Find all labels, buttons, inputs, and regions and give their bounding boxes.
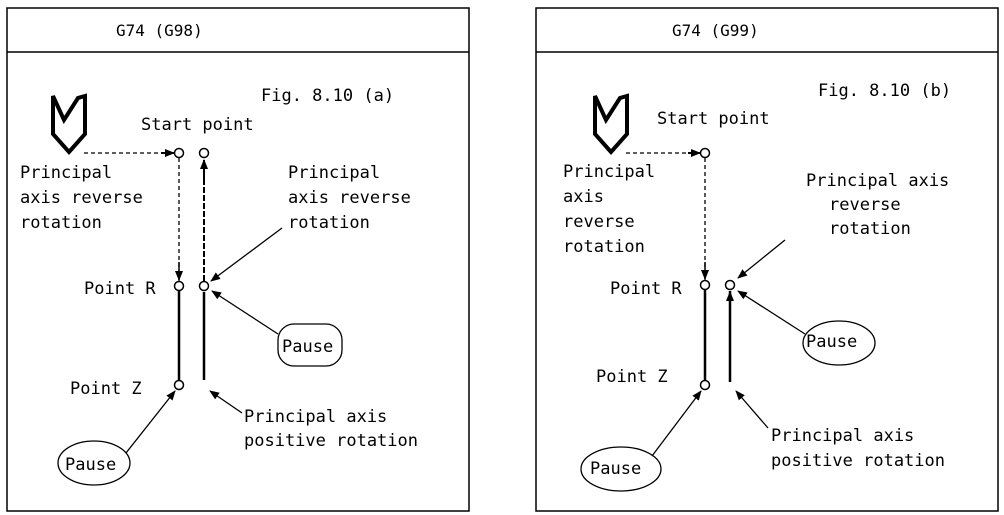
start-point-label: Start point (141, 115, 254, 135)
pause-lower-label: Pause (65, 455, 116, 475)
pause-upper-arrow (211, 290, 279, 335)
pause-upper-label: Pause (282, 337, 333, 357)
right-note: Principal axis reverse rotation (806, 171, 960, 239)
start-point-marker (173, 147, 185, 159)
return-point-marker (198, 147, 210, 159)
figure-label: Fig. 8.10 (a) (261, 86, 394, 106)
point-z-label: Point Z (596, 367, 668, 387)
point-z-label: Point Z (70, 379, 142, 399)
point-r-return-marker (198, 280, 210, 292)
pause-upper-bubble (802, 320, 876, 366)
pause-upper-label: Pause (806, 332, 857, 352)
tool-icon (593, 93, 629, 156)
start-point-label: Start point (657, 109, 770, 129)
bottom-note: Principal axis positive rotation (244, 407, 418, 451)
pause-lower-bubble (580, 446, 662, 492)
diagram-g98: G74 (G98) Fig. 8.10 (a) Start point Prin… (6, 7, 470, 512)
pause-lower-label: Pause (590, 459, 641, 479)
bottom-note-arrow (209, 390, 243, 414)
diagram-panel-g98: G74 (G98) Fig. 8.10 (a) Start point Prin… (6, 0, 470, 513)
panel-header: G74 (G98) (116, 21, 203, 40)
panel-frame (535, 7, 999, 512)
bottom-note-arrow (735, 390, 769, 429)
pause-upper-bubble (277, 323, 343, 367)
pause-lower-arrow (125, 390, 176, 454)
point-z-marker (699, 379, 711, 391)
pause-upper-arrow (737, 290, 806, 335)
point-r-return-marker (724, 279, 736, 291)
right-note: Principal axis reverse rotation (288, 163, 421, 233)
diagram-panel-g99: G74 (G99) Fig. 8.10 (b) Start point Prin… (535, 0, 999, 513)
pause-lower-bubble (57, 440, 131, 486)
point-r-marker (173, 280, 185, 292)
pause-lower-arrow (651, 390, 702, 457)
left-note: Principal axis reverse rotation (563, 162, 665, 257)
panel-frame (6, 7, 470, 512)
point-r-label: Point R (84, 279, 156, 299)
point-r-label: Point R (610, 279, 682, 299)
right-note-arrow (737, 239, 786, 279)
bottom-note: Principal axis positive rotation (771, 426, 945, 471)
figure-label: Fig. 8.10 (b) (818, 81, 951, 101)
tool-icon (51, 93, 87, 156)
start-point-marker (699, 147, 711, 159)
point-r-marker (699, 279, 711, 291)
right-note-arrow (210, 227, 283, 282)
left-note: Principal axis reverse rotation (20, 163, 153, 233)
diagram-g99: G74 (G99) Fig. 8.10 (b) Start point Prin… (535, 7, 999, 512)
panel-header: G74 (G99) (672, 21, 759, 40)
point-z-marker (173, 379, 185, 391)
